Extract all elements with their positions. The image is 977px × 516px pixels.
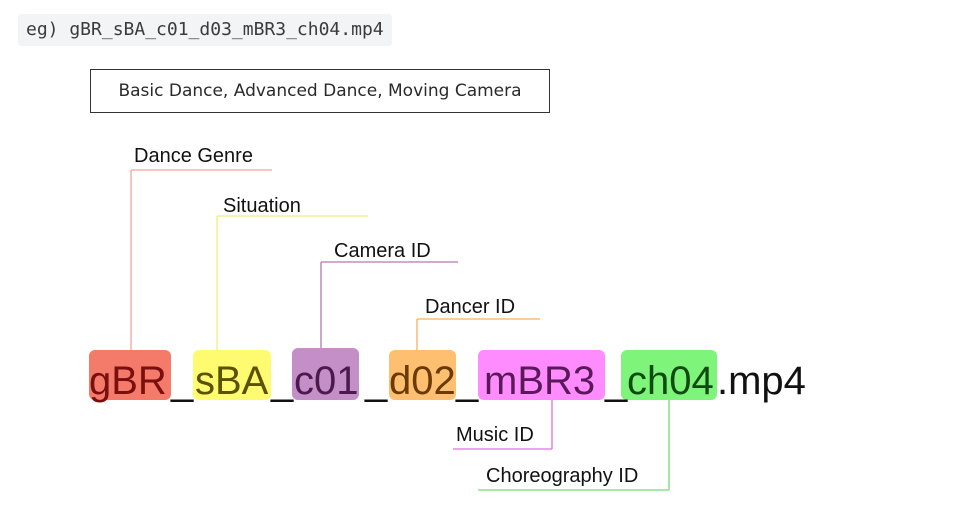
segment-music: mBR3 (484, 359, 595, 403)
segment-bg-6 (389, 350, 456, 400)
segment-bg-8 (478, 350, 605, 400)
segment-choreo: ch04 (627, 359, 714, 403)
segment-sep-4: _ (455, 359, 479, 403)
segment-camera: c01 (294, 359, 359, 403)
segment-sep-3: _ (364, 359, 388, 403)
segment-dancer: d02 (389, 359, 456, 403)
example-filename: eg) gBR_sBA_c01_d03_mBR3_ch04.mp4 (18, 14, 392, 46)
segment-bg-10 (621, 350, 717, 400)
music-id-label: Music ID (456, 424, 534, 446)
segment-sep-5: _ (604, 359, 628, 403)
segment-bg-0 (89, 350, 171, 400)
choreography-id-label: Choreography ID (486, 465, 638, 487)
segment-genre: gBR (89, 359, 167, 403)
situation-label: Situation (223, 195, 301, 217)
dancer-id-label: Dancer ID (425, 296, 515, 318)
segment-ext: .mp4 (717, 359, 806, 403)
segment-sep-2: _ (270, 359, 294, 403)
segment-bg-2 (193, 350, 271, 400)
dance-genre-label: Dance Genre (134, 145, 253, 167)
segment-situation: sBA (195, 359, 269, 403)
segment-sep-1: _ (170, 359, 194, 403)
segment-bg-4 (292, 348, 359, 400)
segment-group: gBR _ sBA _ c01 _ d02 _ mBR3 _ ch04 .mp4 (89, 348, 806, 403)
situation-values-box: Basic Dance, Advanced Dance, Moving Came… (90, 69, 550, 113)
camera-id-label: Camera ID (334, 240, 431, 262)
